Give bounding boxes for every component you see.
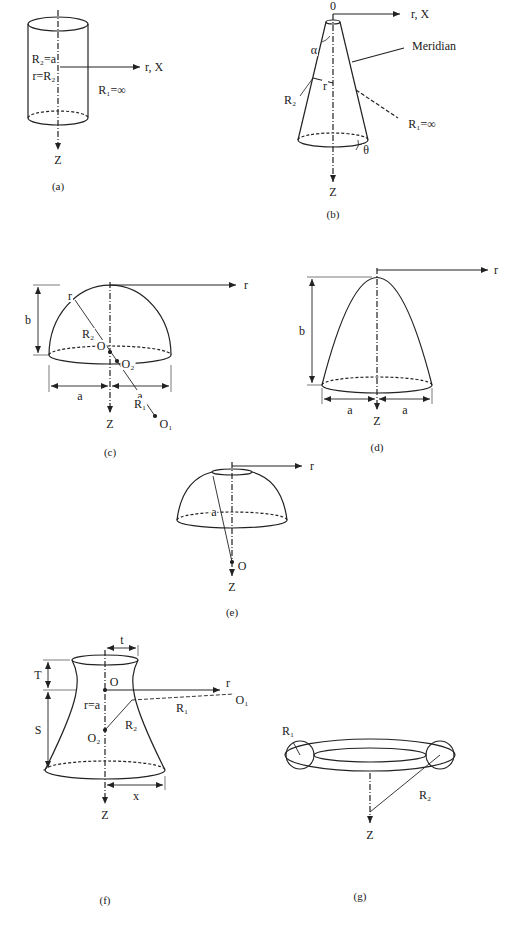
dimension-label: r=a — [83, 699, 101, 711]
panel-caption: (b) — [326, 209, 341, 220]
panel-caption: (g) — [353, 891, 368, 902]
dimension-label: Z — [100, 809, 109, 821]
dimension-label: 0 — [329, 0, 337, 12]
dimension-label: r, X — [144, 61, 164, 73]
dimension-label: r, X — [410, 8, 430, 20]
dimension-label: r=R₂ — [32, 70, 57, 82]
dimension-label: R₂ — [124, 719, 138, 731]
dimension-label: R₁=∞ — [97, 84, 127, 96]
panel-caption: (a) — [51, 181, 65, 192]
panel-caption: (e) — [225, 607, 239, 618]
panel-caption: (c) — [103, 447, 117, 458]
panel-caption: (d) — [370, 442, 385, 453]
dimension-label: a — [401, 404, 408, 416]
dimension-label: T — [33, 669, 42, 681]
dimension-label: r — [493, 264, 499, 276]
dimension-label: a — [210, 506, 217, 518]
dimension-label: r — [225, 677, 231, 689]
dimension-label: O₁ — [159, 418, 174, 430]
dimension-label: b — [298, 325, 306, 337]
dimension-label: Z — [372, 415, 381, 427]
dimension-label: O — [109, 676, 120, 688]
dimension-label: x — [132, 790, 140, 802]
dimension-label: R₂ — [81, 328, 95, 340]
dimension-label: a — [76, 390, 83, 402]
dimension-label: O₂ — [87, 732, 102, 744]
dimension-label: r — [243, 279, 249, 291]
dimension-label: R₁ — [281, 725, 295, 737]
dimension-label: Z — [328, 186, 337, 198]
dimension-label: O₂ — [121, 358, 136, 370]
dimension-label: r — [67, 290, 73, 302]
dimension-label: S — [34, 724, 43, 736]
dimension-label: a — [346, 404, 353, 416]
dimension-label: Z — [365, 829, 374, 841]
dimension-label: R₁ — [133, 398, 147, 410]
dimension-label: Z — [105, 418, 114, 430]
dimension-label: r — [322, 80, 328, 92]
dimension-label: r — [309, 460, 315, 472]
dimension-label: O₁ — [235, 694, 250, 706]
dimension-label: O — [96, 340, 107, 352]
dimension-label: R₁ — [175, 702, 189, 714]
dimension-label: θ — [362, 144, 370, 156]
dimension-label: O — [237, 560, 248, 572]
dimension-label: R₁=∞ — [407, 118, 437, 130]
panel-caption: (f) — [99, 895, 112, 906]
dimension-label: Meridian — [411, 40, 457, 52]
dimension-label: α — [310, 44, 318, 56]
dimension-label: Z — [53, 154, 62, 166]
dimension-label: R₂ — [418, 789, 432, 801]
dimension-label: Z — [227, 581, 236, 593]
dimension-label: R₂ — [283, 94, 297, 106]
dimension-label: t — [119, 634, 124, 646]
dimension-label: b — [24, 314, 32, 326]
dimension-label: R₂=a — [31, 53, 57, 65]
